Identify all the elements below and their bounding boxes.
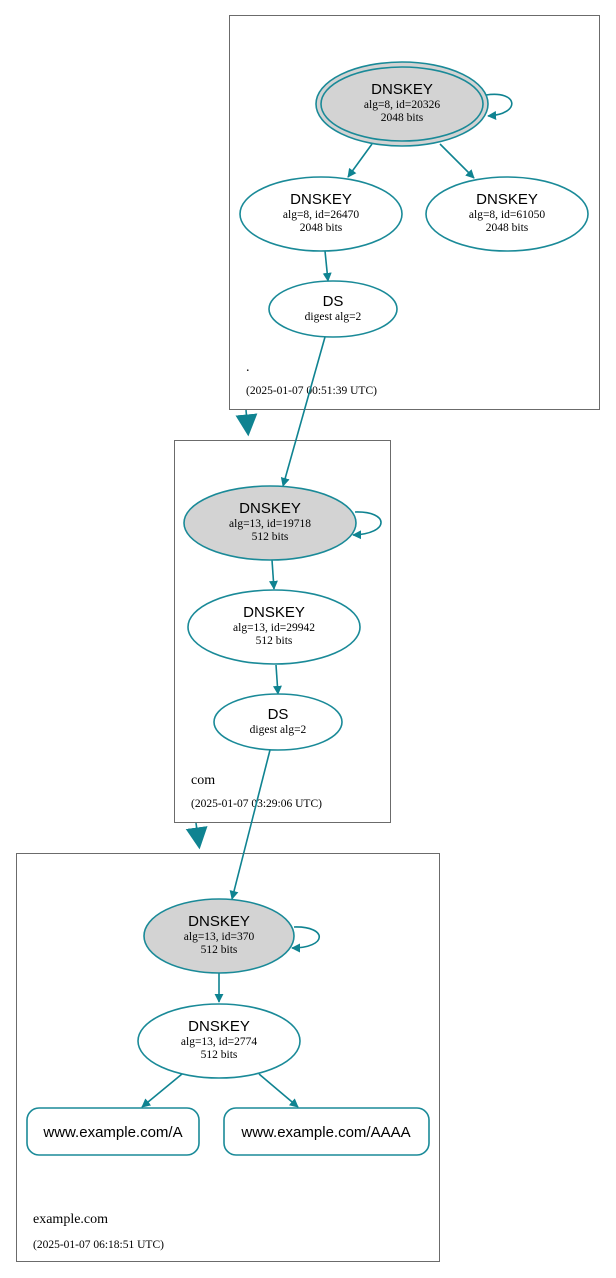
edge-root-zsk1-to-ds <box>322 250 332 282</box>
node-rr-aaaa[interactable]: www.example.com/AAAA <box>223 1107 430 1156</box>
node-root-zsk2-title: DNSKEY <box>476 191 538 208</box>
zone-root-timestamp: (2025-01-07 00:51:39 UTC) <box>246 385 377 397</box>
edge-com-ksk-self <box>352 511 382 540</box>
node-rr-a[interactable]: www.example.com/A <box>26 1107 200 1156</box>
node-root-zsk1-title: DNSKEY <box>290 191 352 208</box>
zone-com-label: com <box>191 773 215 788</box>
edge-root-ds-to-com-ksk <box>280 336 326 487</box>
node-com-ksk-title: DNSKEY <box>239 500 301 517</box>
node-com-ksk[interactable]: DNSKEY alg=13, id=19718 512 bits <box>183 485 357 561</box>
delegation-arrow-com-example <box>185 822 208 850</box>
zone-example-timestamp: (2025-01-07 06:18:51 UTC) <box>33 1239 164 1251</box>
edge-com-ksk-to-zsk <box>268 559 278 590</box>
node-root-ds[interactable]: DS digest alg=2 <box>268 280 398 338</box>
zone-root-label: . <box>246 360 250 375</box>
node-example-ksk[interactable]: DNSKEY alg=13, id=370 512 bits <box>143 898 295 974</box>
node-example-ksk-line2: 512 bits <box>201 944 238 956</box>
zone-example-label: example.com <box>33 1212 108 1227</box>
edge-com-ds-to-example-ksk <box>229 749 271 900</box>
edge-root-ksk-self <box>485 93 513 121</box>
node-root-ksk-line1: alg=8, id=20326 <box>364 99 440 111</box>
node-com-zsk-line2: 512 bits <box>256 635 293 647</box>
node-root-zsk1-line2: 2048 bits <box>300 222 343 234</box>
node-root-ksk-title: DNSKEY <box>371 81 433 98</box>
edge-root-ksk-to-zsk1 <box>347 143 373 178</box>
node-root-ds-title: DS <box>323 293 344 310</box>
edge-root-ksk-to-zsk2 <box>439 143 475 179</box>
node-example-zsk[interactable]: DNSKEY alg=13, id=2774 512 bits <box>137 1003 301 1079</box>
node-root-ksk-line2: 2048 bits <box>381 112 424 124</box>
node-com-ds-title: DS <box>268 706 289 723</box>
node-root-zsk2[interactable]: DNSKEY alg=8, id=61050 2048 bits <box>425 176 589 252</box>
node-rr-a-title: www.example.com/A <box>42 1124 182 1141</box>
edge-example-zsk-to-aaaa <box>258 1073 299 1108</box>
edge-example-zsk-to-a <box>141 1073 183 1108</box>
node-root-zsk2-line1: alg=8, id=61050 <box>469 209 545 221</box>
node-com-ksk-line2: 512 bits <box>252 531 289 543</box>
node-root-zsk1-line1: alg=8, id=26470 <box>283 209 359 221</box>
node-example-ksk-title: DNSKEY <box>188 913 250 930</box>
delegation-arrow-root-com <box>235 409 258 437</box>
node-example-zsk-line2: 512 bits <box>201 1049 238 1061</box>
node-root-zsk1[interactable]: DNSKEY alg=8, id=26470 2048 bits <box>239 176 403 252</box>
node-root-ds-line1: digest alg=2 <box>305 311 362 323</box>
node-example-zsk-line1: alg=13, id=2774 <box>181 1036 257 1048</box>
edge-example-ksk-self <box>291 926 321 953</box>
node-rr-aaaa-title: www.example.com/AAAA <box>240 1124 410 1141</box>
node-com-ds-line1: digest alg=2 <box>250 724 307 736</box>
node-com-zsk-line1: alg=13, id=29942 <box>233 622 315 634</box>
node-com-ds[interactable]: DS digest alg=2 <box>213 693 343 751</box>
node-com-ksk-line1: alg=13, id=19718 <box>229 518 311 530</box>
node-com-zsk-title: DNSKEY <box>243 604 305 621</box>
node-com-zsk[interactable]: DNSKEY alg=13, id=29942 512 bits <box>187 589 361 665</box>
node-root-ksk[interactable]: DNSKEY alg=8, id=20326 2048 bits <box>315 61 489 147</box>
node-root-zsk2-line2: 2048 bits <box>486 222 529 234</box>
node-example-ksk-line1: alg=13, id=370 <box>184 931 255 943</box>
edge-com-zsk-to-ds <box>272 664 282 695</box>
node-example-zsk-title: DNSKEY <box>188 1018 250 1035</box>
